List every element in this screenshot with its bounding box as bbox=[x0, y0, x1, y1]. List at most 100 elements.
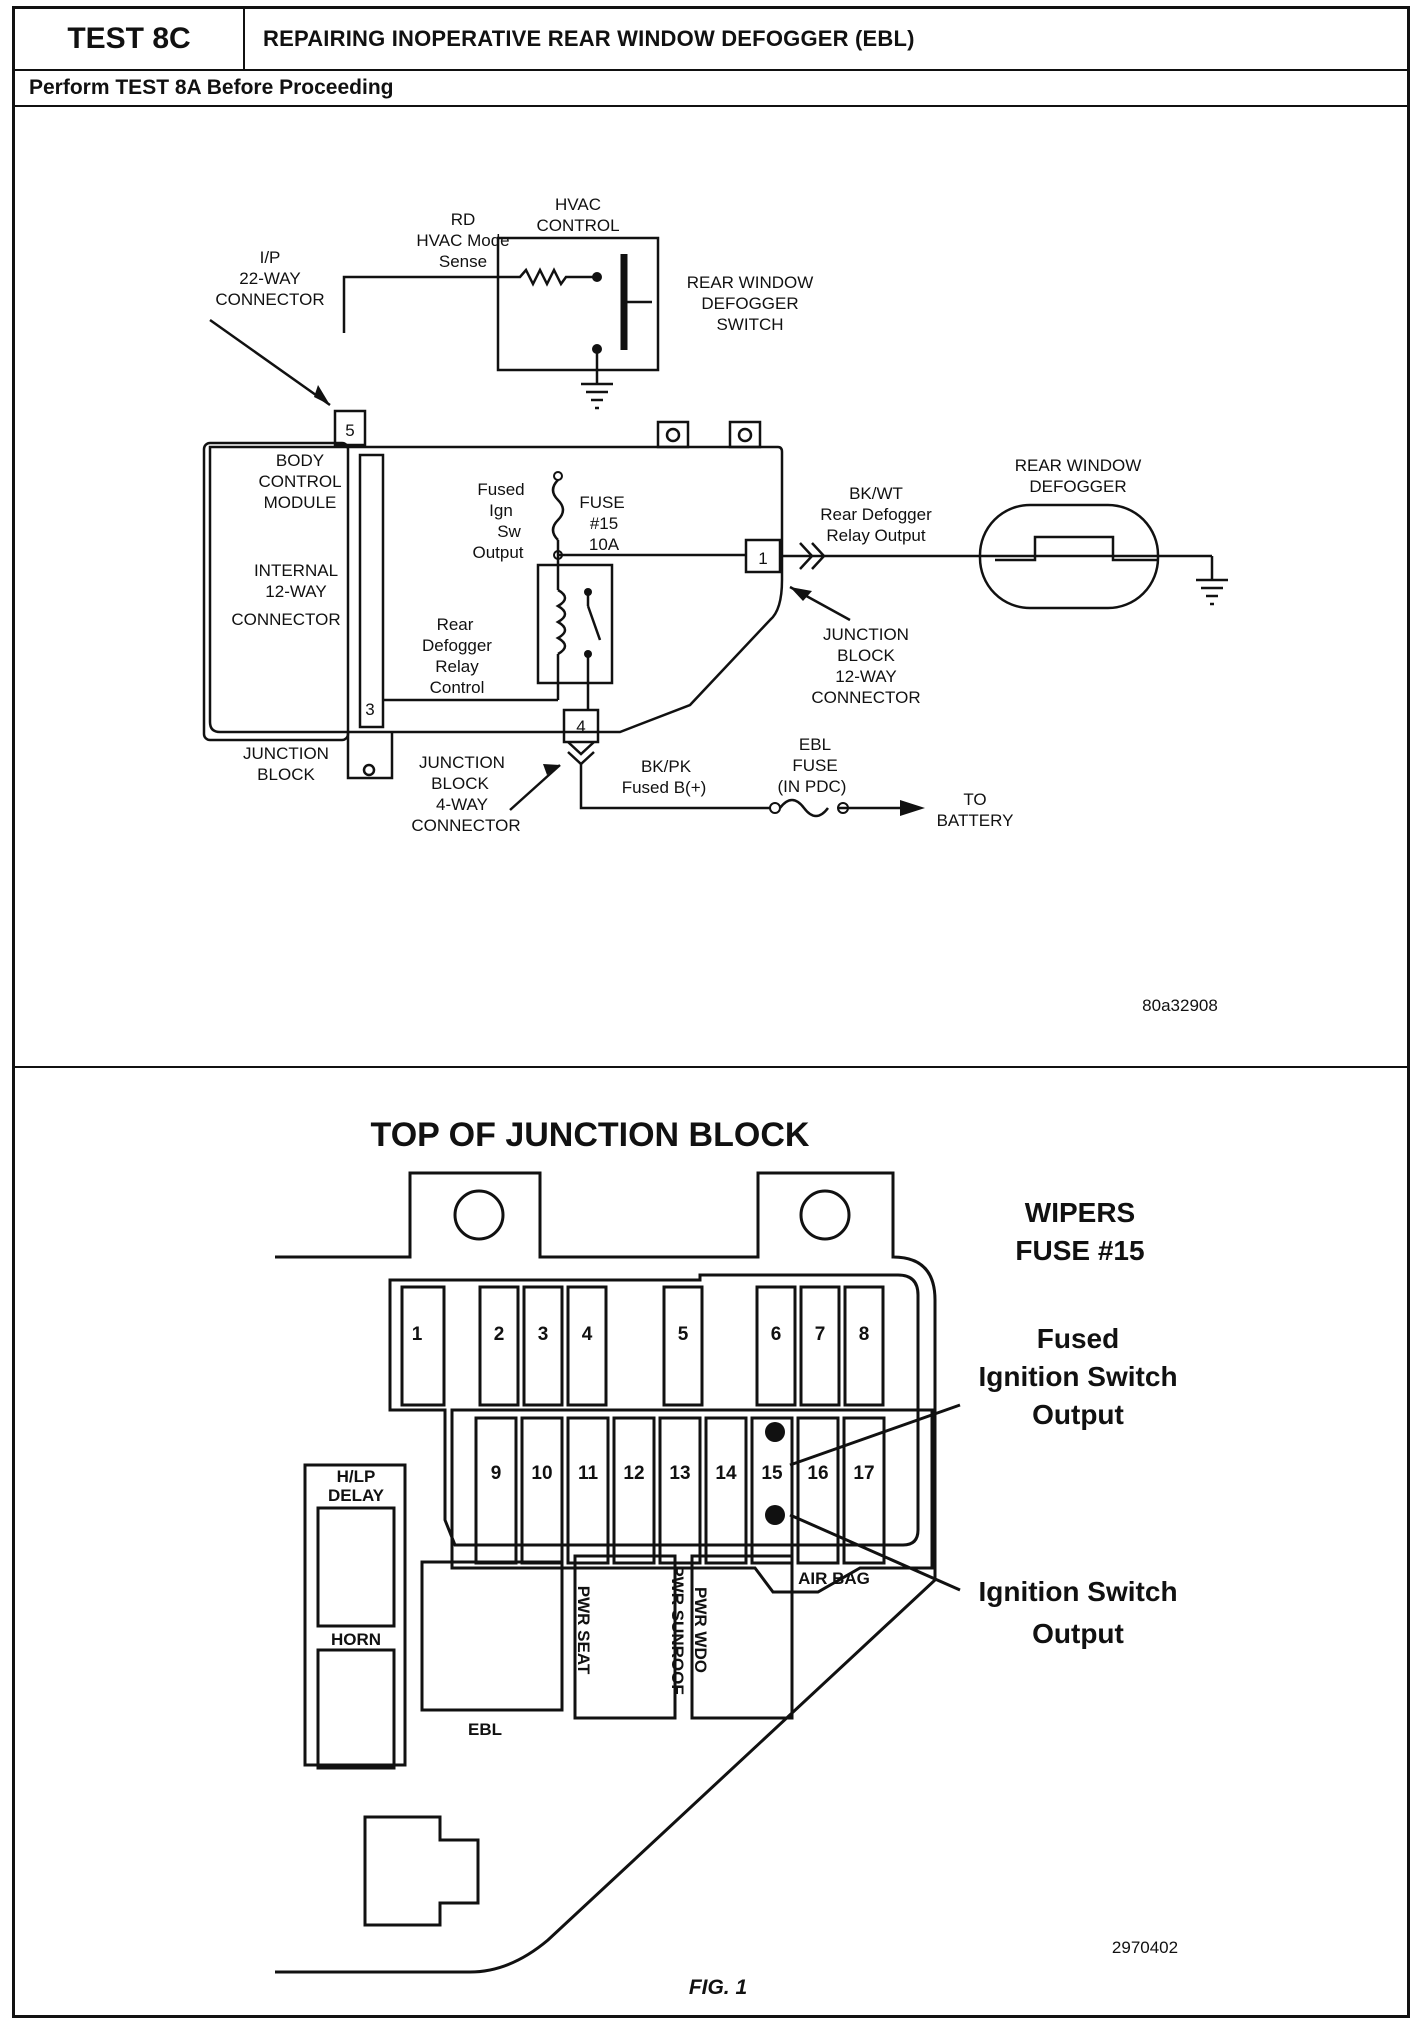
jb-title: TOP OF JUNCTION BLOCK bbox=[371, 1116, 810, 1154]
fuse-cavity-4 bbox=[566, 1285, 608, 1407]
jb4-arrow bbox=[509, 764, 561, 811]
fuse-cavity-15 bbox=[750, 1416, 794, 1565]
fuse-cavity-9 bbox=[474, 1416, 518, 1565]
hlp-delay-relay bbox=[316, 1506, 396, 1628]
relay-control-label-1: Rear bbox=[437, 615, 474, 634]
jb-mounting-tab bbox=[346, 732, 394, 780]
bcm-label-2: CONTROL bbox=[258, 472, 341, 491]
battery-label-2: BATTERY bbox=[937, 811, 1014, 830]
pin-5-label: 5 bbox=[345, 421, 354, 440]
jb-tab-b bbox=[728, 420, 762, 449]
test-id: TEST 8C bbox=[15, 9, 245, 69]
pin-5-box bbox=[333, 409, 367, 447]
fuse-7-label: 7 bbox=[815, 1324, 826, 1345]
jb-label-2: BLOCK bbox=[257, 765, 315, 784]
fuse-1-label: 1 bbox=[412, 1324, 423, 1345]
ign-output-label-2: Output bbox=[1032, 1618, 1124, 1649]
fuse-cavity-1 bbox=[400, 1285, 446, 1407]
fuse-cavity-10 bbox=[520, 1416, 564, 1565]
mounting-hole-right bbox=[799, 1189, 851, 1241]
relay-control-label-3: Relay bbox=[435, 657, 479, 676]
hvac-mode-sense-label-2: HVAC Mode bbox=[416, 231, 509, 250]
bkwt-label-1: BK/WT bbox=[849, 484, 903, 503]
hlp-delay-label-2: DELAY bbox=[328, 1486, 385, 1505]
fuse-cavity-17 bbox=[842, 1416, 886, 1565]
jb-tab-a bbox=[656, 420, 690, 449]
hvac-control-label-2: CONTROL bbox=[536, 216, 619, 235]
fuse-10-label: 10 bbox=[531, 1463, 552, 1484]
air-bag-label: AIR BAG bbox=[798, 1569, 870, 1588]
fuse-cavity-7 bbox=[799, 1285, 841, 1407]
fused-ign-label-3: Sw bbox=[497, 522, 521, 541]
jb-label-1: JUNCTION bbox=[243, 744, 329, 763]
bcm-label-3: MODULE bbox=[264, 493, 337, 512]
jb-figure-id: 2970402 bbox=[1112, 1938, 1178, 1957]
wipers-label-2: FUSE #15 bbox=[1015, 1235, 1144, 1266]
fused-bplus-wire bbox=[579, 764, 770, 810]
test-sheet: TEST 8C REPAIRING INOPERATIVE REAR WINDO… bbox=[12, 6, 1410, 2018]
fuse-cavity-3 bbox=[522, 1285, 564, 1407]
relay-coil bbox=[555, 588, 567, 656]
fuse-15-label: 15 bbox=[761, 1463, 783, 1484]
jb4-label-1: JUNCTION bbox=[419, 753, 505, 772]
pwr-seat-breaker bbox=[573, 1554, 677, 1720]
junction-block-labels: TOP OF JUNCTION BLOCK WIPERS FUSE #15 Fu… bbox=[328, 1116, 1178, 1999]
test-title: REPAIRING INOPERATIVE REAR WINDOW DEFOGG… bbox=[263, 26, 915, 51]
figure-caption: FIG. 1 bbox=[689, 1976, 747, 1999]
relay-control-label-4: Control bbox=[430, 678, 485, 697]
bkpk-label-2: Fused B(+) bbox=[622, 778, 707, 797]
fuse-cavity-12 bbox=[612, 1416, 656, 1565]
resistor-symbol bbox=[498, 267, 595, 287]
schematic-wiring bbox=[202, 236, 1228, 818]
pwr-wdo-breaker bbox=[690, 1554, 794, 1720]
internal-connector-label-2: 12-WAY bbox=[265, 582, 326, 601]
fuse-15-symbol bbox=[551, 479, 565, 541]
fuse-16-label: 16 bbox=[807, 1463, 828, 1484]
internal-connector-label-3: CONNECTOR bbox=[231, 610, 340, 629]
horn-label: HORN bbox=[331, 1630, 381, 1649]
ip-connector-label-3: CONNECTOR bbox=[215, 290, 324, 309]
pin-4-box bbox=[562, 708, 600, 744]
section-divider bbox=[15, 1066, 1407, 1068]
relay-strip bbox=[303, 1463, 407, 1767]
ip-connector-label-2: 22-WAY bbox=[239, 269, 300, 288]
fused-ign-label-2: Ign bbox=[489, 501, 513, 520]
defogger-switch-label-1: REAR WINDOW bbox=[687, 273, 814, 292]
fuse-13-label: 13 bbox=[669, 1463, 690, 1484]
mounting-hole-left bbox=[453, 1189, 505, 1241]
fuse15-label-3: 10A bbox=[589, 535, 620, 554]
lower-fuse-row-frame bbox=[450, 1408, 934, 1594]
ebl-fuse-label-1: EBL bbox=[799, 735, 831, 754]
battery-label-1: TO bbox=[963, 790, 986, 809]
rear-defogger-element bbox=[978, 503, 1160, 610]
hvac-mode-sense-label-3: Sense bbox=[439, 252, 487, 271]
wipers-label-1: WIPERS bbox=[1025, 1197, 1135, 1228]
pin-3-label: 3 bbox=[365, 700, 374, 719]
jb4-label-2: BLOCK bbox=[431, 774, 489, 793]
body-control-module bbox=[202, 441, 350, 742]
jb12-label-3: 12-WAY bbox=[835, 667, 896, 686]
jb12-label-1: JUNCTION bbox=[823, 625, 909, 644]
ebl-fuse-label-3: (IN PDC) bbox=[778, 777, 847, 796]
fuse-cavity-6 bbox=[755, 1285, 797, 1407]
fuse-cavity-2 bbox=[478, 1285, 520, 1407]
bkwt-label-2: Rear Defogger bbox=[820, 505, 932, 524]
ign-output-leader bbox=[789, 1513, 961, 1592]
schematic-figure-id: 80a32908 bbox=[1142, 996, 1218, 1015]
junction-block-drawing bbox=[275, 1171, 961, 1974]
fused-output-leader bbox=[789, 1403, 961, 1467]
fuse-11-label: 11 bbox=[578, 1463, 599, 1484]
pin-4-label: 4 bbox=[576, 717, 585, 736]
defogger-grid bbox=[995, 535, 1158, 562]
ign-output-label-1: Ignition Switch bbox=[978, 1576, 1177, 1607]
hvac-control-label-1: HVAC bbox=[555, 195, 601, 214]
pwr-seat-label: PWR SEAT bbox=[574, 1586, 593, 1675]
defogger-switch-label-3: SWITCH bbox=[716, 315, 783, 334]
ebl-relay bbox=[420, 1560, 564, 1712]
defogger-switch-label-2: DEFOGGER bbox=[701, 294, 798, 313]
diagnostic-connector bbox=[363, 1815, 480, 1927]
fuse-cavity-8 bbox=[843, 1285, 885, 1407]
fuse-cavity-11 bbox=[566, 1416, 610, 1565]
relay-control-label-2: Defogger bbox=[422, 636, 492, 655]
rear-defogger-label-2: DEFOGGER bbox=[1029, 477, 1126, 496]
